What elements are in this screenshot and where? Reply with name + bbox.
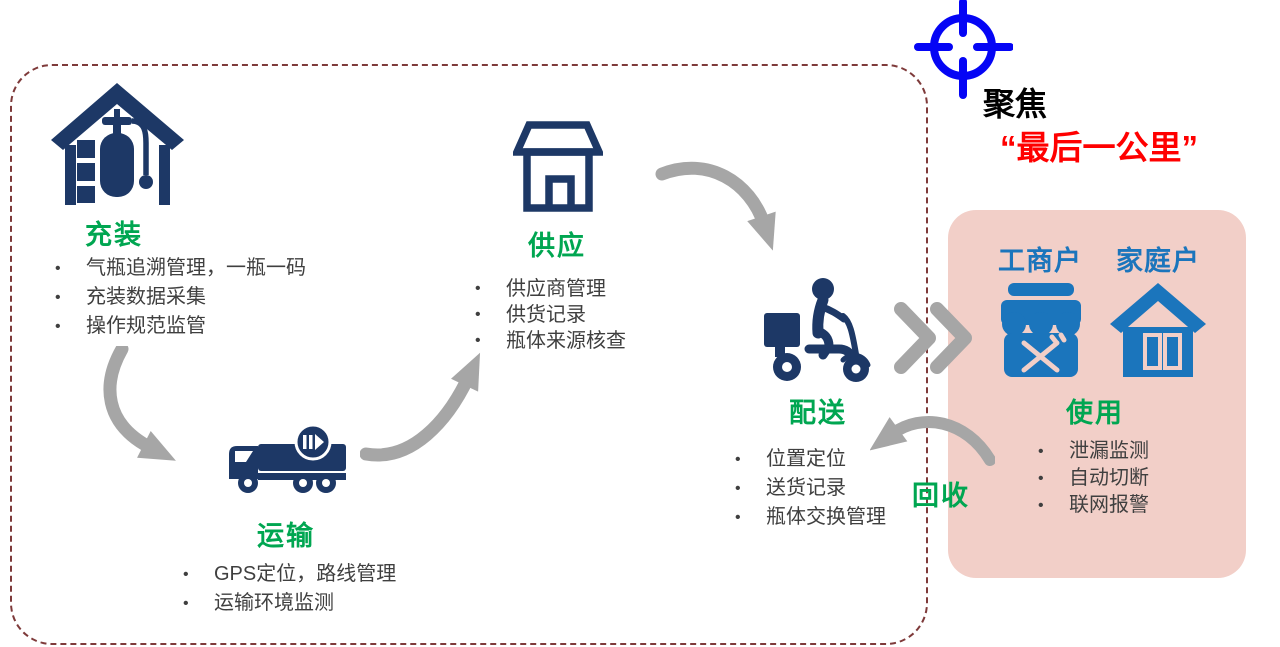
arrow-filling-to-transport: [103, 346, 176, 461]
delivery-scooter-icon: [764, 278, 871, 382]
restaurant-store-icon: [1001, 283, 1081, 377]
list-item: • 运输环境监测: [180, 589, 396, 618]
list-item: • 自动切断: [1035, 465, 1149, 492]
bullet-dot: •: [55, 260, 61, 277]
list-item: • GPS定位，路线管理: [180, 560, 396, 589]
usage-panel: [948, 210, 1246, 578]
bullet-text: 泄漏监测: [1069, 440, 1149, 462]
supply-bullets: • 供应商管理 • 供货记录 • 瓶体来源核查: [472, 276, 626, 354]
focus-title: 聚焦: [983, 86, 1048, 122]
crosshair-target-icon: [914, 0, 1013, 99]
bullet-dot: •: [183, 566, 189, 583]
arrow-supply-to-delivery: [655, 161, 776, 251]
bullet-dot: •: [735, 509, 741, 526]
list-item: • 充装数据采集: [52, 283, 306, 312]
user-type-commercial: 工商户: [998, 246, 1082, 276]
bullet-text: 供货记录: [506, 304, 586, 326]
bullet-dot: •: [55, 318, 61, 335]
stage-label-delivery: 配送: [789, 398, 847, 428]
bullet-text: 充装数据采集: [86, 286, 206, 308]
bullet-dot: •: [1038, 470, 1044, 487]
filling-bullets: • 气瓶追溯管理，一瓶一码 • 充装数据采集 • 操作规范监管: [52, 254, 306, 341]
list-item: • 气瓶追溯管理，一瓶一码: [52, 254, 306, 283]
list-item: • 供应商管理: [472, 276, 626, 302]
bullet-text: 自动切断: [1069, 467, 1149, 489]
stage-label-recycle: 回收: [912, 481, 970, 511]
list-item: • 位置定位: [732, 445, 886, 474]
storefront-icon: [513, 121, 603, 212]
bullet-dot: •: [1038, 497, 1044, 514]
list-item: • 瓶体来源核查: [472, 328, 626, 354]
bullet-dot: •: [183, 595, 189, 612]
list-item: • 操作规范监管: [52, 312, 306, 341]
bullet-text: 位置定位: [766, 448, 846, 470]
list-item: • 送货记录: [732, 474, 886, 503]
stage-label-usage: 使用: [1066, 398, 1124, 428]
bullet-dot: •: [475, 280, 481, 297]
bullet-dot: •: [1038, 443, 1044, 460]
delivery-bullets: • 位置定位 • 送货记录 • 瓶体交换管理: [732, 445, 886, 532]
stage-label-filling: 充装: [85, 220, 143, 250]
bullet-text: GPS定位，路线管理: [214, 563, 397, 585]
list-item: • 泄漏监测: [1035, 438, 1149, 465]
bullet-dot: •: [735, 451, 741, 468]
user-type-household: 家庭户: [1116, 246, 1200, 276]
arrow-recycle-return: [870, 416, 995, 466]
stage-label-supply: 供应: [528, 231, 586, 261]
list-item: • 供货记录: [472, 302, 626, 328]
bullet-text: 运输环境监测: [214, 592, 334, 614]
bullet-dot: •: [55, 289, 61, 306]
stage-label-transport: 运输: [257, 521, 315, 551]
focus-subtitle: “最后一公里”: [1000, 129, 1198, 166]
list-item: • 联网报警: [1035, 492, 1149, 519]
house-icon: [1110, 283, 1206, 377]
bullet-text: 操作规范监管: [86, 315, 206, 337]
double-chevron-right-icon: [894, 302, 972, 374]
transport-bullets: • GPS定位，路线管理 • 运输环境监测: [180, 560, 396, 618]
bullet-text: 瓶体交换管理: [766, 506, 886, 528]
bullet-text: 瓶体来源核查: [506, 330, 626, 352]
bullet-text: 联网报警: [1069, 494, 1149, 516]
bullet-dot: •: [735, 480, 741, 497]
process-boundary-box: [10, 64, 928, 645]
tank-truck-icon: [229, 424, 346, 493]
arrow-transport-to-supply: [360, 352, 481, 462]
bullet-dot: •: [475, 306, 481, 323]
list-item: • 瓶体交换管理: [732, 503, 886, 532]
bullet-text: 送货记录: [766, 477, 846, 499]
bullet-text: 供应商管理: [506, 278, 606, 300]
usage-bullets: • 泄漏监测 • 自动切断 • 联网报警: [1035, 438, 1149, 519]
filling-station-icon: [51, 83, 184, 205]
bullet-text: 气瓶追溯管理，一瓶一码: [86, 257, 306, 279]
bullet-dot: •: [475, 332, 481, 349]
